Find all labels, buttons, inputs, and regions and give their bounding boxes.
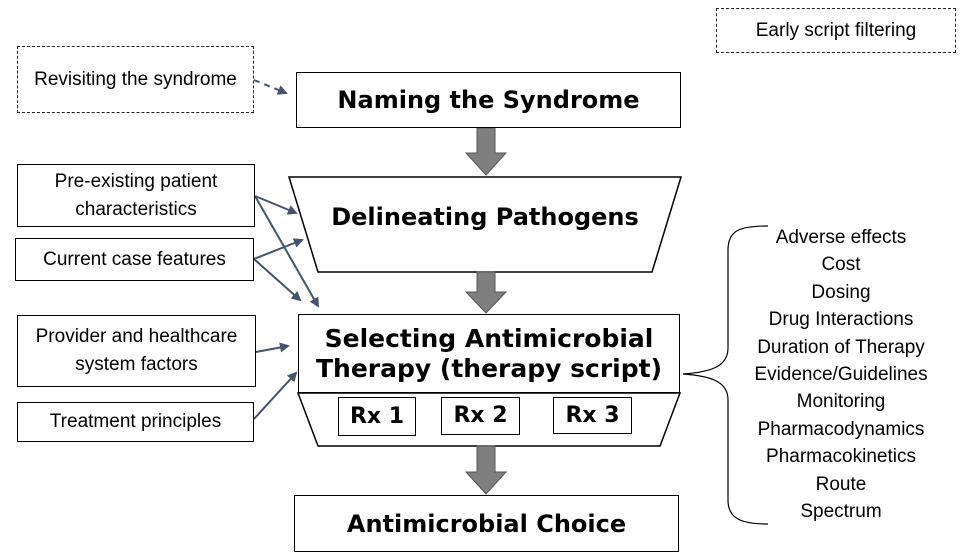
naming-syndrome-label: Naming the Syndrome: [337, 86, 640, 114]
consideration-item: Drug Interactions: [768, 309, 914, 331]
antimicrobial-choice-box: Antimicrobial Choice: [294, 495, 679, 552]
rx-script-1-label: Rx 1: [349, 403, 405, 429]
treatment-principles-box: Treatment principles: [17, 402, 254, 442]
delineating-pathogens-label: Delineating Pathogens: [331, 203, 639, 231]
considerations-list: Adverse effects Cost Dosing Drug Interac…: [736, 224, 946, 525]
flow-arrow-1: [464, 127, 508, 176]
treatment-principles-label: Treatment principles: [49, 411, 222, 432]
flow-arrow-3: [464, 445, 508, 495]
rx-script-2-label: Rx 2: [453, 403, 508, 428]
flow-arrow-2: [464, 271, 508, 314]
naming-syndrome-box: Naming the Syndrome: [296, 72, 681, 128]
current-case-box: Current case features: [15, 238, 254, 281]
selecting-therapy-label: Selecting Antimicrobial Therapy (therapy…: [316, 323, 662, 383]
revisiting-syndrome-box: Revisiting the syndrome: [17, 46, 254, 113]
antimicrobial-choice-label: Antimicrobial Choice: [346, 509, 627, 538]
rx-script-2: Rx 2: [441, 397, 520, 435]
legend-label: Early script filtering: [755, 19, 917, 41]
consideration-item: Cost: [821, 254, 861, 276]
current-case-label: Current case features: [43, 248, 226, 270]
provider-factors-box: Provider and healthcare system factors: [17, 315, 256, 387]
revisiting-syndrome-label: Revisiting the syndrome: [34, 68, 237, 90]
rx-script-1: Rx 1: [338, 397, 416, 436]
consideration-item: Adverse effects: [775, 227, 907, 248]
consideration-item: Route: [815, 473, 867, 495]
connector-current-delineating: [253, 238, 304, 260]
consideration-item: Pharmacokinetics: [766, 446, 916, 468]
consideration-item: Dosing: [811, 281, 871, 303]
selecting-therapy-box: Selecting Antimicrobial Therapy (therapy…: [298, 314, 680, 393]
consideration-item: Monitoring: [796, 391, 886, 413]
connector-principles-selecting: [253, 371, 298, 420]
provider-factors-label: Provider and healthcare system factors: [35, 326, 238, 375]
consideration-item: Duration of Therapy: [757, 336, 925, 358]
connector-preexisting-delineating: [254, 195, 298, 215]
preexisting-patient-box: Pre-existing patient characteristics: [17, 164, 255, 227]
connector-current-selecting: [253, 258, 302, 302]
rx-script-3: Rx 3: [553, 397, 632, 434]
rx-script-3-label: Rx 3: [565, 402, 620, 428]
consideration-item: Evidence/Guidelines: [754, 364, 928, 386]
connector-provider-selecting: [255, 342, 290, 353]
connector-revisiting: [253, 79, 288, 95]
considerations-brace: [682, 225, 769, 525]
consideration-item: Pharmacodynamics: [757, 418, 925, 440]
preexisting-patient-label: Pre-existing patient characteristics: [54, 170, 218, 220]
consideration-item: Spectrum: [800, 501, 882, 523]
legend-early-script-filtering: Early script filtering: [716, 8, 956, 53]
connector-preexisting-selecting: [254, 195, 319, 308]
delineating-funnel-shape: [287, 176, 683, 273]
